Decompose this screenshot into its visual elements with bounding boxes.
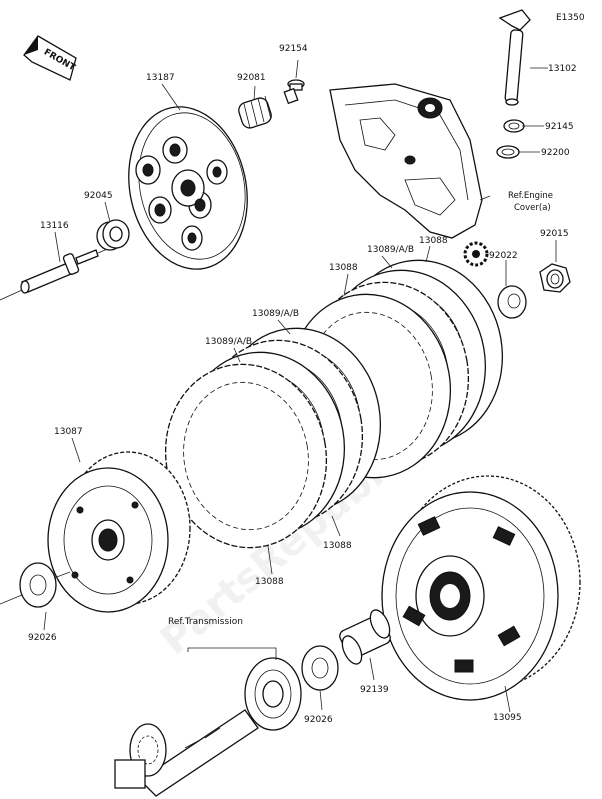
label-92200: 92200	[541, 148, 570, 158]
ref-engine-cover-line1: Ref.Engine	[508, 191, 553, 201]
leader-lines	[43, 59, 557, 713]
label-13187: 13187	[146, 73, 175, 83]
part-labels: 13102 92145 92200 92154 13187 92081 9204…	[28, 44, 577, 725]
label-13088-bottom: 13088	[255, 577, 284, 587]
clutch-plates-lower	[164, 327, 382, 549]
engine-cover-ref	[329, 83, 483, 239]
nut-92015	[539, 263, 571, 293]
label-13095: 13095	[493, 713, 522, 723]
label-92015: 92015	[540, 229, 569, 239]
label-13102: 13102	[548, 64, 577, 74]
label-92139: 92139	[360, 685, 389, 695]
washer-92022	[497, 285, 527, 319]
gear-icon	[463, 241, 489, 267]
sleeve-92139	[339, 609, 391, 665]
label-13089-top: 13089/A/B	[367, 245, 414, 255]
pressure-plate-13187	[128, 106, 248, 270]
ref-transmission: Ref.Transmission	[168, 617, 243, 627]
label-92145: 92145	[545, 122, 574, 132]
clutch-housing-13095	[381, 475, 581, 701]
clip-92145	[503, 119, 525, 133]
label-13089-low: 13089/A/B	[205, 337, 252, 347]
label-13088-mid: 13088	[329, 263, 358, 273]
clutch-hub-13087	[47, 451, 191, 613]
label-13088-top: 13088	[419, 236, 448, 246]
label-92045: 92045	[84, 191, 113, 201]
transmission-shaft-ref	[114, 657, 302, 797]
label-13088-right: 13088	[323, 541, 352, 551]
label-13089-mid: 13089/A/B	[252, 309, 299, 319]
label-13087: 13087	[54, 427, 83, 437]
label-92154: 92154	[279, 44, 308, 54]
bearing-92045	[96, 219, 130, 251]
ref-engine-cover-line2: Cover(a)	[514, 203, 551, 213]
push-rod-13116	[20, 249, 99, 294]
label-92026-left: 92026	[28, 633, 57, 643]
front-arrow-icon: FRONT	[23, 35, 77, 81]
shaft-13102	[498, 9, 531, 106]
washer-92026-left	[19, 562, 57, 608]
spring-92081	[238, 95, 272, 129]
label-13116: 13116	[40, 221, 69, 231]
bolt-92154	[283, 79, 305, 105]
label-92022: 92022	[489, 251, 518, 261]
washer-92200	[496, 145, 520, 159]
label-92026-right: 92026	[304, 715, 333, 725]
diagram-code: E1350	[556, 13, 585, 23]
label-92081: 92081	[237, 73, 266, 83]
washer-92026-right	[301, 645, 339, 691]
